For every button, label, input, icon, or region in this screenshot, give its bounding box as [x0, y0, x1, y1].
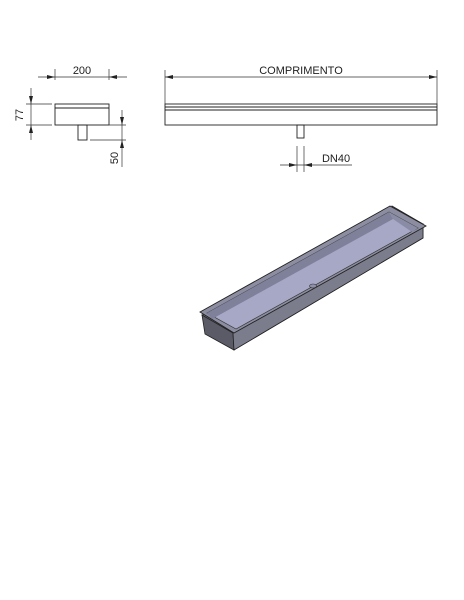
height-dimension-label: 77	[14, 109, 26, 121]
width-dimension-label: 200	[73, 65, 91, 77]
tray-inner-basin	[206, 211, 419, 330]
outlet-length-label: 50	[109, 152, 121, 164]
outlet-pipe-front	[296, 124, 305, 139]
tray-3d-view	[199, 205, 427, 351]
drain-hole	[309, 283, 317, 289]
length-dimension-label: COMPRIMENTO	[259, 65, 343, 77]
outlet-pipe-profile	[77, 124, 88, 141]
side-view: 200 77 50	[14, 65, 127, 167]
channel-profile	[54, 103, 110, 126]
front-view: COMPRIMENTO DN40	[164, 65, 438, 172]
outlet-diameter-label: DN40	[322, 153, 350, 165]
